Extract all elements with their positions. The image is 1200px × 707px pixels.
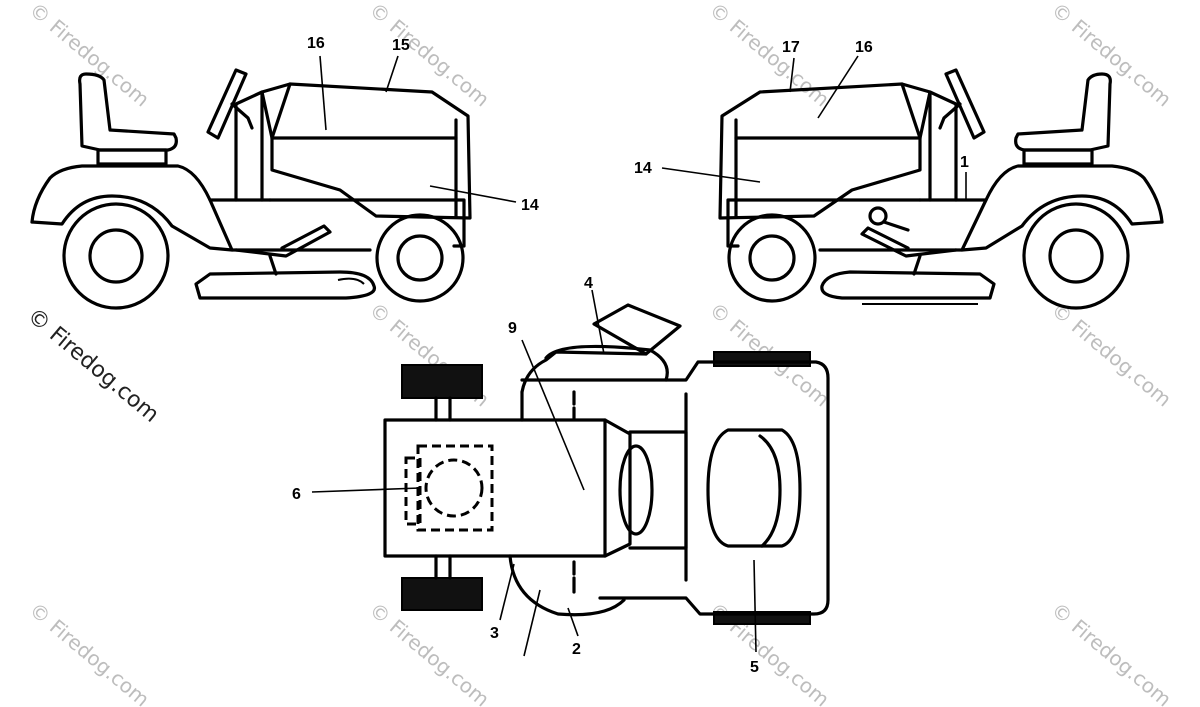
label-right-16: 16 bbox=[855, 39, 873, 56]
watermark-7: © Firedog.com bbox=[1047, 297, 1176, 411]
label-right-14: 14 bbox=[634, 160, 652, 177]
tractor-right-side-view bbox=[718, 68, 1164, 310]
watermark-11: © Firedog.com bbox=[1047, 597, 1176, 707]
watermark-1: © Firedog.com bbox=[25, 0, 154, 111]
label-left-14: 14 bbox=[521, 197, 539, 214]
watermark-8: © Firedog.com bbox=[25, 597, 154, 707]
label-left-16: 16 bbox=[307, 35, 325, 52]
label-top-2: 2 bbox=[572, 641, 581, 658]
label-right-17: 17 bbox=[782, 39, 800, 56]
label-top-4: 4 bbox=[584, 275, 593, 292]
watermark-3: © Firedog.com bbox=[705, 0, 834, 111]
label-left-15: 15 bbox=[392, 37, 410, 54]
tractor-left-side-view bbox=[30, 68, 472, 310]
watermark-main: © Firedog.com bbox=[22, 303, 163, 427]
part-labels: 16 15 14 17 16 14 1 4 9 6 3 2 5 bbox=[292, 35, 969, 676]
watermark-2: © Firedog.com bbox=[365, 0, 494, 111]
leader-lines bbox=[311, 55, 967, 657]
label-top-5: 5 bbox=[750, 659, 759, 676]
label-top-3: 3 bbox=[490, 625, 499, 642]
label-right-1: 1 bbox=[960, 154, 969, 171]
label-top-9: 9 bbox=[508, 320, 517, 337]
tractor-top-view bbox=[383, 303, 830, 625]
watermark-9: © Firedog.com bbox=[365, 597, 494, 707]
watermark-4: © Firedog.com bbox=[1047, 0, 1176, 111]
label-top-6: 6 bbox=[292, 486, 301, 503]
